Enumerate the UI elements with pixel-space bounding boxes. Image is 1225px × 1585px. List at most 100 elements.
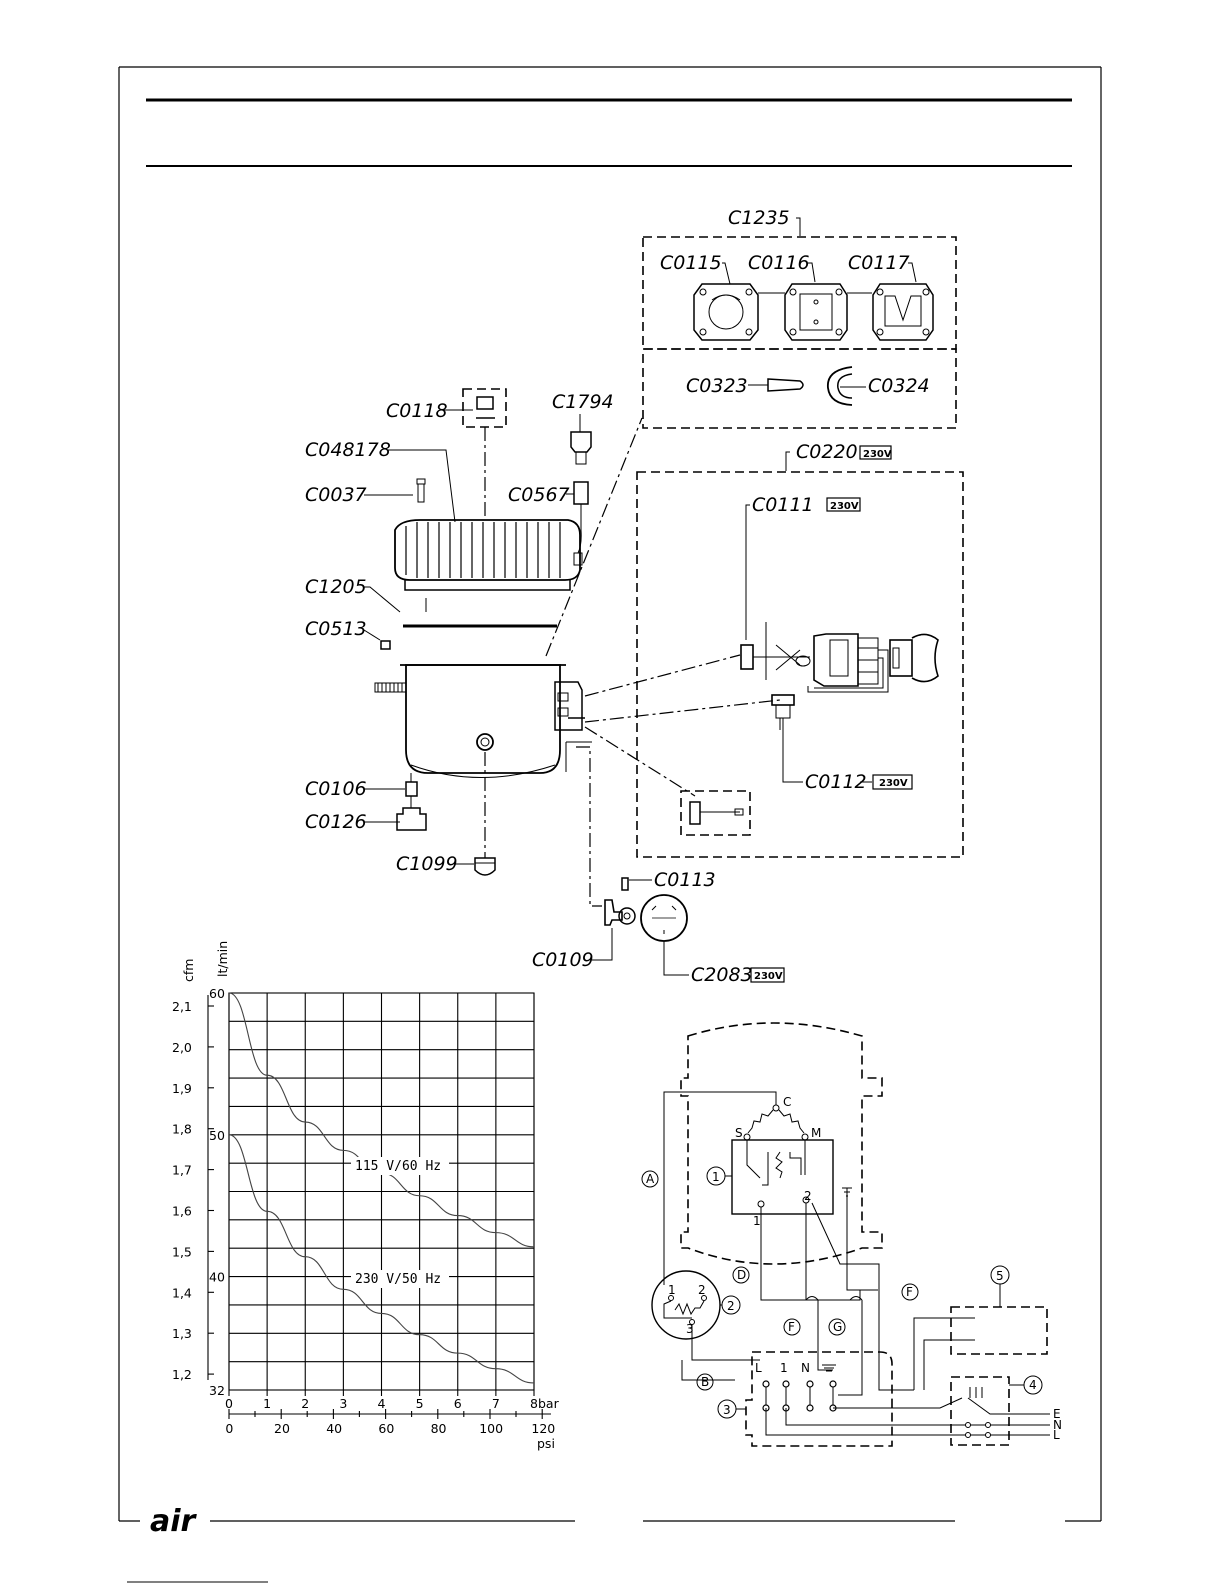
switch-N: N (801, 1361, 810, 1375)
comp-2-label: 2 (727, 1299, 735, 1313)
label-c0112: C0112 (805, 771, 867, 793)
tag-c0220: 230V (863, 449, 892, 460)
psi-tick-label-3: 60 (378, 1421, 394, 1436)
x-tick-label-6: 6 (454, 1396, 462, 1411)
prot-t1: 1 (668, 1283, 676, 1297)
y-right-tick-label-1: 50 (209, 1128, 225, 1143)
y-left-tick-label-8: 1,3 (172, 1326, 192, 1341)
tag-c0112: 230V (879, 778, 908, 789)
series-label-0: 115 V/60 Hz (355, 1159, 441, 1174)
label-c0116: C0116 (748, 252, 810, 274)
series-label-1: 230 V/50 Hz (355, 1272, 441, 1287)
psi-tick-label-1: 20 (274, 1421, 290, 1436)
protector-assembly: C0113 C0109 C2083 230V (532, 869, 785, 986)
tag-c2083: 230V (754, 971, 783, 982)
label-c0037: C0037 (305, 484, 367, 506)
label-c0115: C0115 (660, 252, 722, 274)
y-left-tick-label-7: 1,4 (172, 1285, 192, 1300)
label-c0513: C0513 (305, 618, 367, 640)
wire-B: B (701, 1375, 709, 1389)
terminal-2: 2 (804, 1189, 812, 1203)
switch-1: 1 (780, 1361, 788, 1375)
label-c1235: C1235 (728, 207, 790, 229)
chart-series: 115 V/60 Hz 230 V/50 Hz (228, 992, 535, 1384)
x-tick-label-5: 5 (416, 1396, 424, 1411)
prot-t2: 2 (698, 1283, 706, 1297)
label-c0106: C0106 (305, 778, 367, 800)
page-frame (118, 66, 1102, 1522)
label-c048178: C048178 (305, 439, 391, 461)
psi-tick-label-6: 120 (531, 1421, 555, 1436)
performance-chart: cfm lt/min 0 1 2 3 4 5 6 7 8 2,1 2,0 1,9 1,8 1,7 1,6 1,… (172, 941, 560, 1451)
psi-tick-label-0: 0 (225, 1421, 233, 1436)
wire-G: G (833, 1320, 842, 1334)
chart-grid (228, 992, 535, 1391)
series-line-1 (228, 1134, 535, 1384)
x-tick-label-0: 0 (225, 1396, 233, 1411)
series-label-bg-0 (351, 1157, 449, 1175)
y-left-tick-label-5: 1,6 (172, 1204, 192, 1219)
switch-L: L (755, 1361, 762, 1375)
label-c1205: C1205 (305, 576, 367, 598)
x-tick-label-8: 8 (530, 1396, 538, 1411)
terminal-S: S (735, 1126, 743, 1140)
label-c0109: C0109 (532, 949, 594, 971)
x-tick-label-3: 3 (339, 1396, 347, 1411)
x-tick-label-1: 1 (263, 1396, 271, 1411)
compressor-assembly: C0118 C1794 C0567 C048178 C0037 (305, 388, 781, 907)
tag-c0111: 230V (830, 501, 859, 512)
label-c2083: C2083 (691, 964, 753, 986)
label-c0324: C0324 (868, 375, 930, 397)
comp-5-label: 5 (996, 1269, 1004, 1283)
wire-D: D (737, 1268, 746, 1282)
label-c0113: C0113 (654, 869, 716, 891)
label-c0220: C0220 (796, 441, 858, 463)
wire-F-1: F (906, 1285, 913, 1299)
label-c1099: C1099 (396, 853, 458, 875)
psi-tick-label-4: 80 (431, 1421, 447, 1436)
kit-c1235: C1235 C0115 C0116 C0117 C0323 (642, 207, 957, 429)
terminal-C: C (783, 1095, 791, 1109)
label-c1794: C1794 (552, 391, 614, 413)
terminal-1: 1 (753, 1214, 761, 1228)
y-left-tick-label-1: 2,0 (172, 1040, 192, 1055)
brand-logo: air (150, 1504, 198, 1539)
y-left-tick-label-2: 1,9 (172, 1081, 192, 1096)
terminal-M: M (811, 1126, 821, 1140)
line-E: E (1053, 1407, 1061, 1421)
y-left-tick-label-6: 1,5 (172, 1244, 192, 1259)
label-c0117: C0117 (848, 252, 910, 274)
label-c0323: C0323 (686, 375, 748, 397)
label-c0567: C0567 (508, 484, 570, 506)
y-left-tick-label-4: 1,7 (172, 1163, 192, 1178)
electrical-kit-c0220: C0220 230V C0111 230V C0112 230V (636, 441, 964, 858)
y-left-tick-label-0: 2,1 (172, 999, 192, 1014)
comp-4-label: 4 (1029, 1378, 1037, 1392)
comp-3-label: 3 (723, 1403, 731, 1417)
prot-t3: 3 (686, 1322, 694, 1336)
wire-A: A (646, 1172, 655, 1186)
wiring-diagram: 1 C S M 1 2 A D F F (641, 1022, 1062, 1447)
y-right-tick-label-2: 40 (209, 1270, 225, 1285)
y-right-tick-label-0: 60 (209, 986, 225, 1001)
comp-1-label: 1 (712, 1170, 720, 1184)
y-left-tick-label-3: 1,8 (172, 1122, 192, 1137)
series-label-bg-1 (351, 1270, 449, 1288)
y-right-label: lt/min (215, 941, 230, 977)
chart-ticks: 0 1 2 3 4 5 6 7 8 2,1 2,0 1,9 1,8 1,7 1,6 1,5 1,4 1,3 1,2 6… (172, 986, 555, 1436)
psi-tick-label-5: 100 (479, 1421, 503, 1436)
line-N: N (1053, 1418, 1062, 1432)
label-c0118: C0118 (386, 400, 448, 422)
psi-tick-label-2: 40 (326, 1421, 342, 1436)
label-c0126: C0126 (305, 811, 367, 833)
line-L: L (1053, 1428, 1060, 1442)
x-axis-label: bar (538, 1396, 560, 1411)
x-tick-label-2: 2 (301, 1396, 309, 1411)
x-tick-label-7: 7 (492, 1396, 500, 1411)
y-left-label: cfm (181, 959, 196, 982)
label-c0111: C0111 (752, 494, 814, 516)
x-tick-label-4: 4 (378, 1396, 386, 1411)
y-left-tick-label-9: 1,2 (172, 1367, 192, 1382)
wire-F-2: F (788, 1320, 795, 1334)
